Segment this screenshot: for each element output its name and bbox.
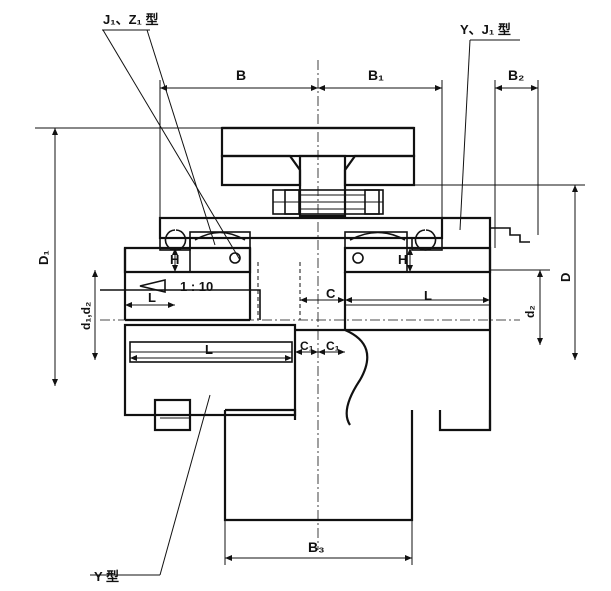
lower-left-hub	[123, 323, 297, 432]
dim-label-b2: B₂	[508, 67, 524, 83]
dim-label-d1-dz: d₁,d₂	[79, 302, 93, 330]
break-line	[295, 328, 369, 426]
taper-symbol	[139, 278, 166, 294]
label-y-j1-type: Y、J₁ 型	[460, 22, 511, 37]
dim-label-c: C	[326, 286, 336, 301]
outer-sleeve	[158, 216, 444, 251]
dimensions	[35, 80, 585, 565]
dim-label-h-right: H	[398, 252, 407, 267]
brake-wheel-section	[220, 126, 416, 218]
dim-label-b1: B₁	[368, 67, 384, 83]
dim-label-c1-left: C₁	[300, 339, 314, 353]
right-outer-flange	[438, 216, 530, 432]
dim-label-l-right: L	[424, 288, 432, 303]
left-hub	[123, 231, 252, 322]
label-y-type: Y 型	[94, 569, 119, 584]
flange-bolt	[272, 189, 384, 215]
taper-label: 1 : 10	[180, 279, 213, 294]
dim-label-b: B	[236, 67, 246, 83]
dim-label-h-left: H	[170, 252, 179, 267]
dim-label-l-bottom: L	[205, 342, 213, 357]
dim-label-d1: D₁	[36, 250, 51, 265]
dim-label-c1-right: C₁	[326, 339, 340, 353]
right-hub	[343, 231, 492, 430]
dim-label-d2: d₂	[523, 305, 537, 318]
lower-drum	[223, 408, 414, 522]
dim-label-l-top-left: L	[148, 290, 156, 305]
leaders	[90, 29, 520, 576]
label-j1-z1-type: J₁、Z₁ 型	[103, 12, 159, 27]
dim-label-d: D	[558, 273, 573, 282]
dim-label-b3: B₃	[308, 539, 325, 555]
